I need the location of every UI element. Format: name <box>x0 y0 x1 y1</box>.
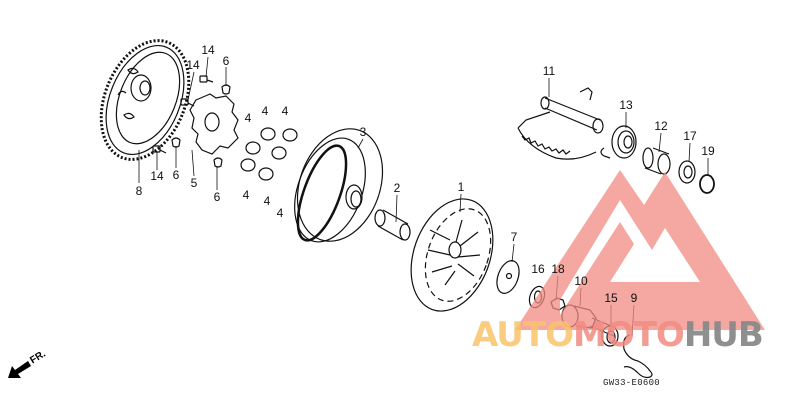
watermark-hub: HUB <box>683 315 764 355</box>
callout-bolt: 14 <box>150 169 164 183</box>
callout-starter-pinion: 10 <box>574 274 588 288</box>
callout-spindle-collar: 12 <box>654 119 668 133</box>
callout-slider: 6 <box>222 54 230 68</box>
callout-kick-starter-spindle: 11 <box>542 64 556 78</box>
return-spring-drawing <box>600 125 637 159</box>
callout-weight-roller: 4 <box>261 104 269 118</box>
ramp-plate-drawing <box>189 93 239 155</box>
callout-drive-face-fan: 1 <box>457 180 465 194</box>
diagram-code: GW33-E0600 <box>603 378 661 388</box>
callout-weight-roller: 4 <box>263 194 271 208</box>
callout-weight-roller: 4 <box>276 206 284 220</box>
watermark-auto: AUTO <box>472 315 574 355</box>
callout-weight-roller: 4 <box>244 111 252 125</box>
callout-ramp-plate: 5 <box>190 176 198 190</box>
callout-bolt: 14 <box>186 58 200 72</box>
watermark-text: AUTOMOTOHUB <box>472 315 764 355</box>
collar-drawing <box>374 209 411 241</box>
bolt-drawings <box>152 75 214 154</box>
kick-starter-spindle-drawing <box>517 87 604 160</box>
washer-17-drawing <box>678 160 696 184</box>
callout-bolt: 14 <box>201 43 215 57</box>
drive-face-fan-drawing <box>410 198 494 312</box>
callout-slider: 6 <box>213 190 221 204</box>
watermark-logo <box>515 170 765 330</box>
callout-circlip: 19 <box>701 144 715 158</box>
callout-weight-roller: 4 <box>281 104 289 118</box>
callout-collar: 2 <box>393 181 401 195</box>
circlip-drawing <box>699 174 715 194</box>
watermark-moto: MOTO <box>572 315 685 355</box>
slider-drawings <box>171 84 231 168</box>
callout-slider: 6 <box>172 168 180 182</box>
callout-washer: 17 <box>683 129 697 143</box>
callout-movable-drive-face: 3 <box>359 125 367 139</box>
callout-washer: 7 <box>510 230 518 244</box>
callout-washer: 15 <box>604 291 618 305</box>
callout-nut: 18 <box>551 262 565 276</box>
front-direction-arrow-icon <box>8 361 31 378</box>
callout-oil-seal: 16 <box>531 262 545 276</box>
callout-gasket: 9 <box>630 291 638 305</box>
weight-roller-drawings <box>240 127 298 181</box>
gasket-drawing <box>623 334 653 379</box>
callout-starter-driven-gear: 8 <box>135 184 143 198</box>
movable-drive-face-drawing <box>294 128 384 243</box>
callout-weight-roller: 4 <box>242 188 250 202</box>
callout-return-spring: 13 <box>619 98 633 112</box>
spindle-collar-drawing <box>642 147 671 175</box>
washer-7-drawing <box>496 260 520 294</box>
starter-driven-gear-drawing <box>99 39 191 161</box>
